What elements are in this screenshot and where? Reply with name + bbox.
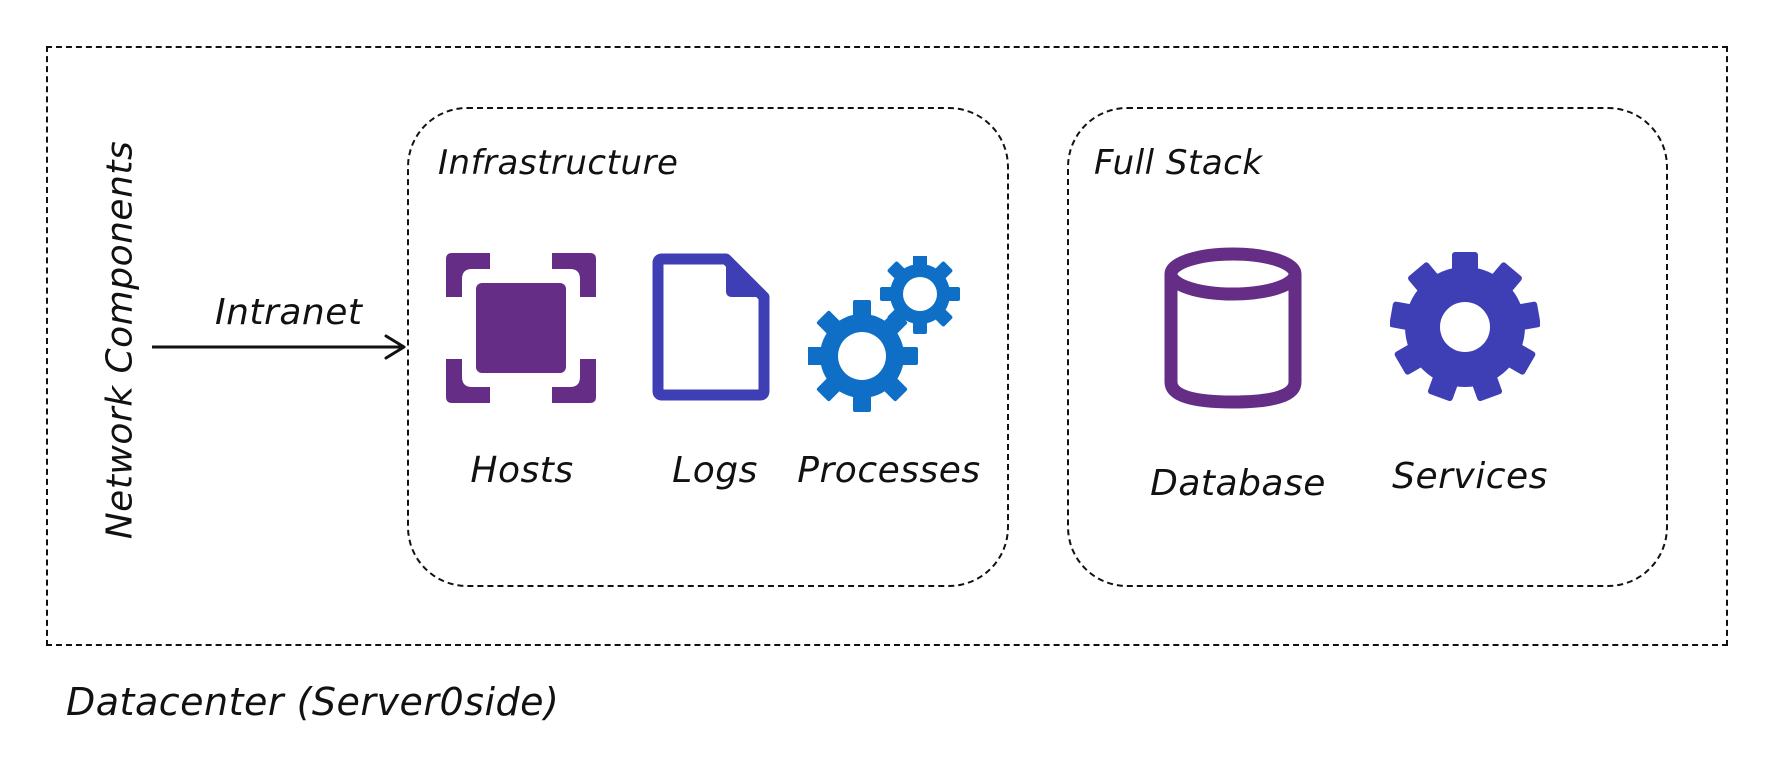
datacenter-boundary	[46, 46, 1728, 646]
services-label: Services	[1392, 456, 1548, 497]
document-icon	[652, 253, 770, 401]
infrastructure-group	[407, 107, 1009, 587]
network-components-label: Network Components	[99, 140, 141, 540]
logs-label: Logs	[672, 450, 758, 491]
hosts-icon	[446, 253, 596, 403]
gears-icon	[808, 256, 960, 412]
datacenter-label: Datacenter (Server0side)	[66, 680, 560, 724]
database-icon	[1164, 247, 1302, 409]
gear-icon	[1390, 252, 1540, 402]
full-stack-group	[1067, 107, 1668, 587]
processes-label: Processes	[797, 450, 981, 491]
database-label: Database	[1150, 463, 1326, 504]
infrastructure-title: Infrastructure	[438, 143, 679, 183]
hosts-label: Hosts	[470, 450, 574, 491]
intranet-edge-label: Intranet	[215, 292, 363, 333]
intranet-arrow	[152, 334, 406, 360]
full-stack-title: Full Stack	[1094, 143, 1263, 183]
